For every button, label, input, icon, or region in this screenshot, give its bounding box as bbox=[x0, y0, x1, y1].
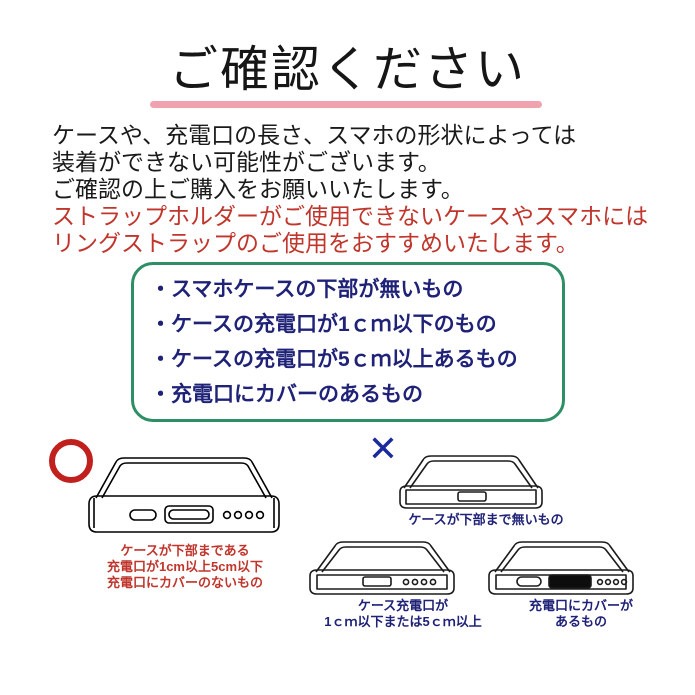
caption-line: 充電口にカバーのないもの bbox=[106, 575, 263, 590]
notice-line: 装着ができない可能性がございます。 bbox=[52, 150, 441, 175]
phone-illustration-covered-port bbox=[485, 540, 637, 600]
phone-illustration-wrong-port-size bbox=[306, 540, 458, 600]
notice-line-warning: ストラップホルダーがご使用できないケースやスマホには bbox=[52, 204, 649, 229]
caption-line: ケース充電口が bbox=[357, 598, 449, 613]
circle-mark-icon bbox=[49, 439, 93, 483]
caption-line: ケースが下部まである bbox=[120, 543, 250, 558]
title-underline bbox=[150, 101, 542, 108]
caption-no-bottom-case: ケースが下部まで無いもの bbox=[366, 512, 606, 528]
notice-line: ケースや、充電口の長さ、スマホの形状によっては bbox=[52, 123, 577, 148]
notice-line-warning: リングストラップのご使用をおすすめいたします。 bbox=[52, 231, 579, 256]
caption-line: 充電口にカバーが bbox=[528, 598, 633, 613]
page-title: ご確認ください bbox=[168, 42, 526, 97]
caption-line: 1ｃｍ以下または5ｃｍ以上 bbox=[324, 614, 482, 629]
caption-covered-port: 充電口にカバーが あるもの bbox=[476, 598, 686, 630]
list-item: ・スマホケースの下部が無いもの bbox=[150, 278, 464, 301]
caption-wrong-port-size: ケース充電口が 1ｃｍ以下または5ｃｍ以上 bbox=[288, 598, 518, 630]
caption-line: 充電口が1cm以上5cm以下 bbox=[106, 559, 264, 574]
caption-ok: ケースが下部まである 充電口が1cm以上5cm以下 充電口にカバーのないもの bbox=[70, 543, 300, 591]
notice-paragraph: ケースや、充電口の長さ、スマホの形状によっては 装着ができない可能性がございます… bbox=[52, 122, 662, 257]
incompatible-list-box bbox=[131, 262, 565, 422]
caption-line: あるもの bbox=[554, 614, 607, 629]
incompatible-list: ・スマホケースの下部が無いもの ・ケースの充電口が1ｃｍ以下のもの ・ケースの充… bbox=[150, 272, 560, 412]
phone-illustration-no-bottom-case bbox=[396, 452, 546, 514]
notice-line: ご確認の上ご購入をお願いいたします。 bbox=[52, 177, 464, 202]
caption-line: ケースが下部まで無いもの bbox=[408, 512, 564, 527]
cross-mark-icon: ✕ bbox=[367, 428, 399, 469]
list-item: ・ケースの充電口が5ｃｍ以上あるもの bbox=[150, 348, 518, 371]
phone-illustration-ok bbox=[86, 452, 282, 536]
list-item: ・充電口にカバーのあるもの bbox=[150, 383, 423, 406]
list-item: ・ケースの充電口が1ｃｍ以下のもの bbox=[150, 313, 497, 336]
